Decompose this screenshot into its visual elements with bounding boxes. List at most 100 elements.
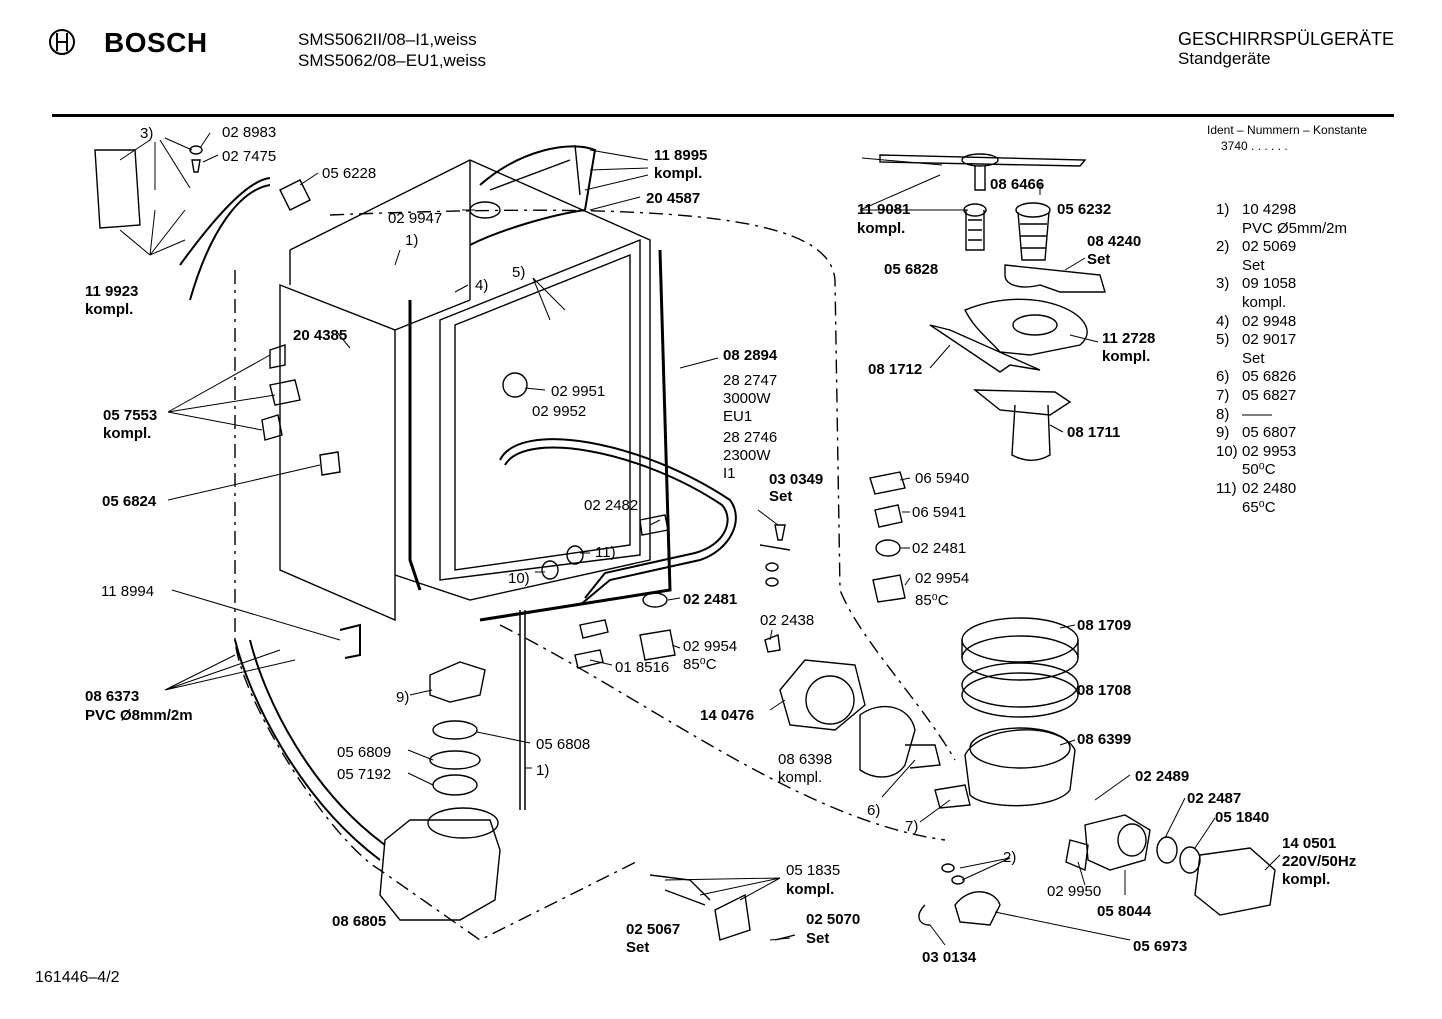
motor-140501 (1194, 847, 1276, 916)
legend-value: 02 5069 (1242, 238, 1297, 256)
ring-056809 (429, 750, 481, 770)
legend-value: —— (1242, 405, 1272, 423)
label-086466: 08 6466 (990, 176, 1044, 193)
label-282747: 28 2747 (723, 372, 777, 389)
legend-key: 9) (1216, 424, 1230, 442)
label-086805: 08 6805 (332, 913, 386, 930)
legend-row: 8) —— (1216, 406, 1347, 425)
cap-9 (429, 661, 486, 703)
pump-086398 (859, 705, 916, 778)
label-140501-volt: 220V/50Hz (1282, 853, 1356, 870)
legend-row: 3)09 1058 (1216, 275, 1347, 294)
ring-057192 (432, 774, 478, 796)
callout-7: 7) (905, 818, 918, 835)
drain-pump-058044 (1084, 814, 1151, 871)
label-140476: 14 0476 (700, 707, 754, 724)
label-022489: 02 2489 (1135, 768, 1189, 785)
label-081712: 08 1712 (868, 361, 922, 378)
outline-dashed-bottom (499, 624, 946, 841)
outline-dashed-left (234, 270, 641, 941)
callout-1a: 1) (405, 232, 418, 249)
label-112728: 11 2728 (1102, 330, 1155, 347)
label-3000w: 3000W (723, 390, 771, 407)
label-056809: 05 6809 (337, 744, 391, 761)
label-030349-set: Set (769, 488, 792, 505)
callout-3: 3) (140, 125, 153, 142)
top-channel (469, 145, 597, 246)
hose-1b (519, 610, 526, 810)
callout-10: 10) (508, 570, 530, 587)
screw-030349 (774, 524, 786, 541)
legend-key: 2) (1216, 238, 1230, 256)
ident-block: Ident – Nummern – Konstante 3740 . . . .… (1207, 122, 1367, 154)
label-022481a: 02 2481 (683, 591, 737, 608)
label-022487: 02 2487 (1187, 790, 1241, 807)
callout-4: 4) (475, 277, 488, 294)
label-eu1: EU1 (723, 408, 752, 425)
legend-row: 11)02 2480 (1216, 480, 1347, 499)
label-204385: 20 4385 (293, 327, 347, 344)
callout-9: 9) (396, 689, 409, 706)
legend-row: PVC Ø5mm/2m (1216, 220, 1347, 239)
label-85c-b: 85⁰C (915, 592, 949, 609)
part-027475 (191, 159, 201, 173)
label-081711: 08 1711 (1067, 424, 1120, 441)
ring-081709 (961, 617, 1079, 663)
aquastop-valve (94, 149, 141, 229)
legend-value: 05 6826 (1242, 368, 1297, 386)
part-065940 (869, 471, 906, 495)
legend-row: Set (1216, 257, 1347, 276)
hose-056973 (954, 891, 1001, 926)
label-065941: 06 5941 (912, 504, 966, 521)
label-081708: 08 1708 (1077, 682, 1131, 699)
legend-value: 50⁰C (1242, 461, 1276, 479)
label-140501-kompl: kompl. (1282, 871, 1330, 888)
part-11 (566, 545, 584, 565)
filter-081712 (929, 324, 1041, 373)
legend-row: 5)02 9017 (1216, 331, 1347, 350)
label-027475: 02 7475 (222, 148, 276, 165)
label-051835: 05 1835 (786, 862, 840, 879)
label-084240-set: Set (1087, 251, 1110, 268)
bosch-logo-icon (48, 28, 76, 61)
label-029947: 02 9947 (388, 210, 442, 227)
ident-value: 3740 . . . . . . (1221, 139, 1288, 153)
leader-lines (119, 132, 1281, 946)
legend-key: 1) (1216, 201, 1230, 218)
label-051835-kompl: kompl. (786, 881, 834, 898)
label-058044: 05 8044 (1097, 903, 1152, 920)
parts-018516 (574, 619, 609, 669)
filter-081711 (972, 389, 1072, 416)
legend-row: 4)02 9948 (1216, 313, 1347, 332)
spray-arm-112728 (964, 298, 1088, 356)
seal-022487 (1156, 836, 1178, 864)
label-029952: 02 9952 (532, 403, 586, 420)
legend-key: 5) (1216, 331, 1230, 349)
legend-row: 65⁰C (1216, 499, 1347, 518)
brand-name: BOSCH (104, 27, 208, 58)
legend-row: 2) 02 5069 (1216, 238, 1347, 257)
clip-030134 (918, 904, 931, 926)
legend-row: Set (1216, 350, 1347, 369)
label-029950: 02 9950 (1047, 883, 1101, 900)
legend-key: 8) (1216, 405, 1230, 423)
label-i1: I1 (723, 465, 736, 482)
category-title: GESCHIRRSPÜLGERÄTE (1178, 29, 1395, 49)
label-282746: 28 2746 (723, 429, 777, 446)
label-057553: 05 7553 (103, 407, 157, 424)
label-057553-kompl: kompl. (103, 425, 151, 442)
ring-081708 (961, 662, 1079, 708)
legend-row: 1)10 4298 (1216, 201, 1347, 220)
part-022438 (764, 634, 781, 653)
legend-key: 10) (1216, 442, 1238, 460)
label-030134: 03 0134 (922, 949, 977, 966)
sump-086399 (964, 729, 1076, 807)
label-056228: 05 6228 (322, 165, 376, 182)
label-204587: 20 4587 (646, 190, 700, 207)
legend-value: PVC Ø5mm/2m (1242, 219, 1348, 237)
legend-value: 65⁰C (1242, 498, 1276, 516)
legend-key: 3) (1216, 275, 1230, 293)
part-028983 (189, 145, 203, 155)
